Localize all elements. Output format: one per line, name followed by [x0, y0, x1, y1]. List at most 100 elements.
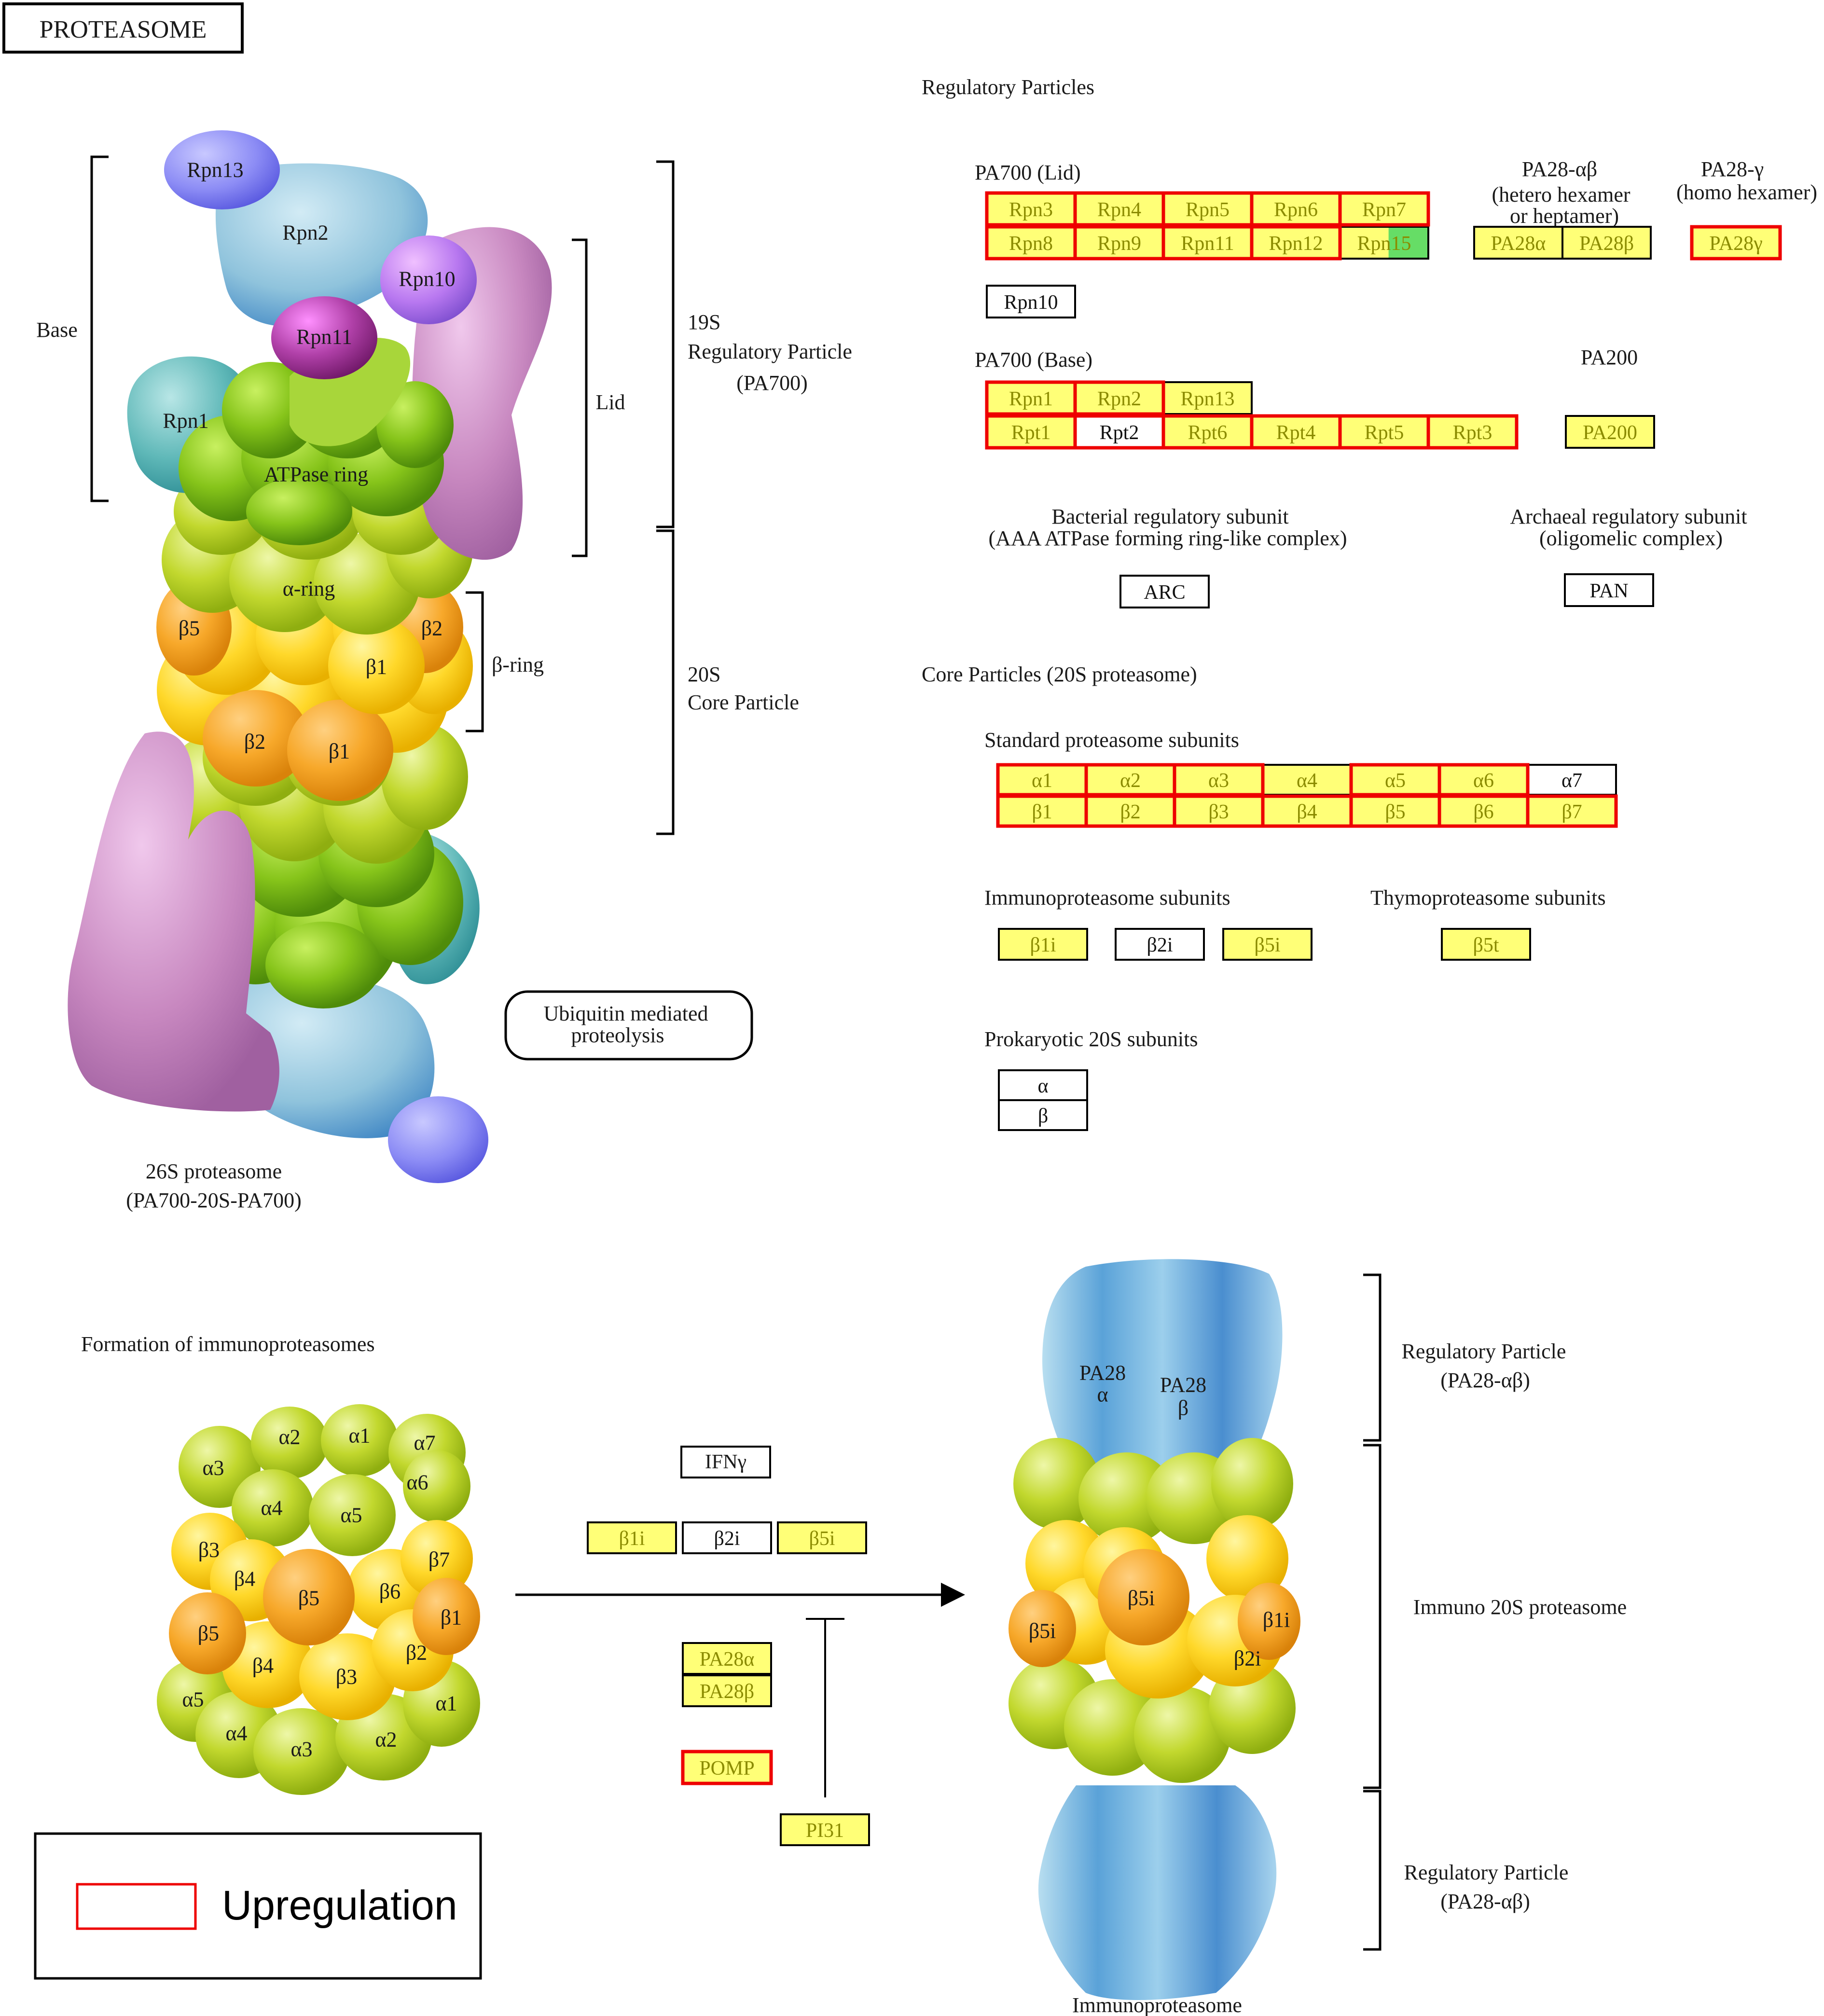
pa700-base-heading: PA700 (Base): [975, 348, 1092, 372]
std-b3: β3: [198, 1538, 220, 1562]
gene-label-b7: β7: [1561, 801, 1582, 823]
gene-rpn9[interactable]: Rpn9: [1074, 226, 1164, 260]
gene-box-f_pa28a: [682, 1642, 772, 1675]
gene-rpn1[interactable]: Rpn1: [986, 381, 1076, 415]
gene-label-a5: α5: [1385, 770, 1406, 792]
gene-b2i[interactable]: β2i: [1115, 928, 1205, 961]
gene-b4[interactable]: β4: [1262, 795, 1352, 827]
gene-pro_b[interactable]: β: [998, 1099, 1088, 1131]
legend-upregulation-swatch: [76, 1883, 197, 1930]
gene-b1i[interactable]: β1i: [998, 928, 1088, 961]
gene-rpn4[interactable]: Rpn4: [1074, 192, 1164, 226]
gene-pa28y[interactable]: PA28γ: [1691, 226, 1781, 260]
pa200-heading: PA200: [1581, 345, 1638, 369]
svg-text:or heptamer): or heptamer): [1510, 204, 1619, 228]
gene-a5[interactable]: α5: [1350, 764, 1440, 796]
gene-pa28b[interactable]: PA28β: [1561, 226, 1652, 260]
gene-b5t[interactable]: β5t: [1441, 928, 1531, 961]
gene-b3[interactable]: β3: [1174, 795, 1264, 827]
immuno-brackets: [1363, 1273, 1382, 1951]
gene-label-rpn11: Rpn11: [1181, 233, 1234, 255]
gene-label-b1i: β1i: [1030, 934, 1056, 956]
gene-a3[interactable]: α3: [1174, 764, 1264, 796]
gene-f_b5i[interactable]: β5i: [777, 1521, 867, 1554]
gene-b7[interactable]: β7: [1527, 795, 1617, 827]
gene-label-a7: α7: [1561, 770, 1582, 792]
gene-box-arc: [1119, 575, 1210, 608]
gene-rpt4[interactable]: Rpt4: [1251, 415, 1341, 449]
gene-pro_a[interactable]: α: [998, 1069, 1088, 1101]
gene-pomp[interactable]: POMP: [682, 1751, 772, 1784]
gene-f_pa28b[interactable]: PA28β: [682, 1674, 772, 1707]
gene-label-rpt5: Rpt5: [1365, 422, 1404, 444]
ifng-box[interactable]: [680, 1446, 771, 1478]
gene-pa200[interactable]: PA200: [1565, 415, 1655, 449]
gene-label-pi31: PI31: [806, 1820, 844, 1842]
pa28a-top-label-1: PA28: [1079, 1361, 1126, 1385]
upregulation-border: [1338, 191, 1430, 227]
gene-label-b3: β3: [1208, 801, 1229, 823]
gene-b5i[interactable]: β5i: [1222, 928, 1313, 961]
gene-rpt5[interactable]: Rpt5: [1339, 415, 1429, 449]
gene-label-rpn13: Rpn13: [1180, 388, 1234, 410]
gene-label-rpn4: Rpn4: [1097, 199, 1141, 221]
gene-b2[interactable]: β2: [1085, 795, 1175, 827]
gene-rpn2[interactable]: Rpn2: [1074, 381, 1164, 415]
gene-rpn3[interactable]: Rpn3: [986, 192, 1076, 226]
immunoproteasome-illustration: PA28 α PA28 β β5i β5i β1i β2i: [1009, 1259, 1300, 2000]
gene-label-pro_a: α: [1037, 1075, 1048, 1097]
gene-rpn12[interactable]: Rpn12: [1251, 226, 1341, 260]
gene-a1[interactable]: α1: [997, 764, 1087, 796]
gene-label-pa28y: PA28γ: [1709, 233, 1762, 255]
gene-b6[interactable]: β6: [1438, 795, 1529, 827]
gene-rpn15[interactable]: Rpn15: [1339, 226, 1429, 260]
gene-pan[interactable]: PAN: [1564, 573, 1654, 607]
gene-rpn7[interactable]: Rpn7: [1339, 192, 1429, 226]
prokaryotic-subunits-heading: Prokaryotic 20S subunits: [984, 1027, 1198, 1051]
imm-b5i-left-label: β5i: [1029, 1619, 1056, 1643]
gene-a2[interactable]: α2: [1085, 764, 1175, 796]
gene-label-f_b5i: β5i: [809, 1528, 835, 1550]
gene-rpn10[interactable]: Rpn10: [986, 285, 1076, 318]
gene-rpn11[interactable]: Rpn11: [1162, 226, 1253, 260]
svg-text:PA28-αβ: PA28-αβ: [1522, 157, 1597, 181]
alpha-ring-label: α-ring: [283, 577, 335, 601]
gene-rpn6[interactable]: Rpn6: [1251, 192, 1341, 226]
gene-box-f_b1i: [587, 1521, 677, 1554]
proteasome-26s-illustration: Rpn13 Rpn2 Rpn10 Rpn11 Rpn1 ATPase ring …: [68, 130, 552, 1183]
gene-rpt3[interactable]: Rpt3: [1427, 415, 1518, 449]
gene-rpn13[interactable]: Rpn13: [1162, 381, 1253, 415]
std-a5: α5: [340, 1504, 362, 1527]
imm-b1i-label: β1i: [1263, 1608, 1290, 1632]
gene-rpt6[interactable]: Rpt6: [1162, 415, 1253, 449]
svg-text:(homo hexamer): (homo hexamer): [1676, 180, 1817, 204]
gene-label-arc: ARC: [1144, 581, 1185, 604]
gene-b1[interactable]: β1: [997, 795, 1087, 827]
gene-a4[interactable]: α4: [1262, 764, 1352, 796]
gene-a7[interactable]: α7: [1527, 764, 1617, 796]
gene-rpn8[interactable]: Rpn8: [986, 226, 1076, 260]
gene-pi31[interactable]: PI31: [780, 1813, 870, 1846]
upregulation-border: [681, 1750, 773, 1785]
standard-ring-labels: α2 α1 α7 α3 α6 α4 α5 β3 β7 β4 β6 β5 β5 β…: [182, 1424, 462, 1761]
ubiquitin-link-box[interactable]: [504, 990, 753, 1061]
gene-a6[interactable]: α6: [1438, 764, 1529, 796]
gene-rpt2[interactable]: Rpt2: [1074, 415, 1164, 449]
gene-f_b2i[interactable]: β2i: [682, 1521, 772, 1554]
gene-label-rpn10: Rpn10: [1004, 291, 1058, 314]
gene-arc[interactable]: ARC: [1119, 575, 1210, 608]
gene-label-f_b2i: β2i: [714, 1528, 740, 1550]
bacterial-heading: Bacterial regulatory subunit (AAA ATPase…: [989, 505, 1347, 550]
standard-20s-illustration: α2 α1 α7 α3 α6 α4 α5 β3 β7 β4 β6 β5 β5 β…: [157, 1404, 480, 1795]
gene-b5[interactable]: β5: [1350, 795, 1440, 827]
std-a7: α7: [414, 1431, 435, 1455]
gene-f_b1i[interactable]: β1i: [587, 1521, 677, 1554]
gene-rpn5[interactable]: Rpn5: [1162, 192, 1253, 226]
gene-rpt1[interactable]: Rpt1: [986, 415, 1076, 449]
gene-pa28a[interactable]: PA28α: [1473, 226, 1563, 260]
gene-label-rpt2: Rpt2: [1100, 422, 1139, 444]
rp19s-label: 19S Regulatory Particle (PA700): [688, 310, 852, 395]
gene-f_pa28a[interactable]: PA28α: [682, 1642, 772, 1675]
